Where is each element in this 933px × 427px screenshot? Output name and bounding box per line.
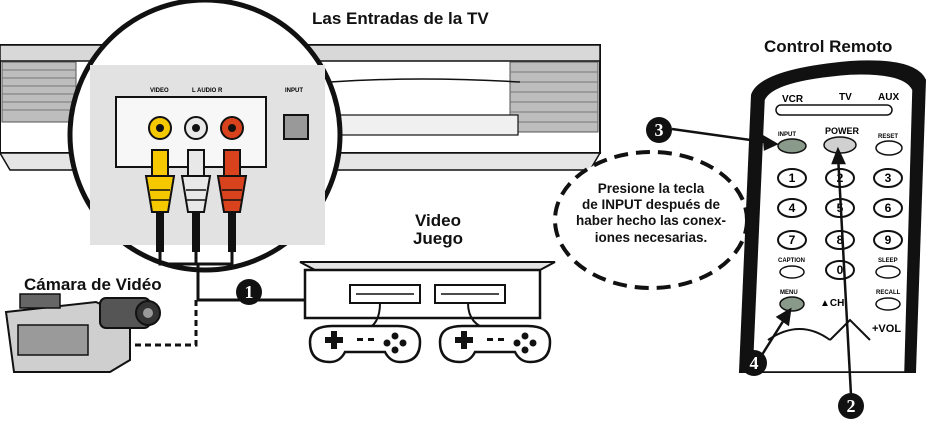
digit-1: 1 [789, 171, 796, 185]
remote-vol-label: +VOL [872, 323, 901, 335]
remote-menu-label: MENU [780, 290, 798, 296]
remote-recall-label: RECALL [876, 290, 901, 296]
digit-7: 7 [789, 233, 796, 247]
instruction-line-2: de INPUT después de [581, 197, 721, 213]
game-controller-right [438, 324, 552, 364]
digit-9: 9 [885, 233, 892, 247]
remote-power-label: POWER [825, 126, 860, 136]
instruction-text: Presione la tecla de INPUT después de ha… [562, 181, 740, 246]
tv-inputs-magnifier: VIDEO L AUDIO R INPUT [67, 0, 343, 273]
callout-arrows [671, 127, 853, 396]
remote-recall-button[interactable] [875, 297, 901, 311]
digit-8: 8 [837, 233, 844, 247]
digit-3: 3 [885, 171, 892, 185]
remote-input-button[interactable] [777, 138, 807, 154]
tv-panel-audio-label: L AUDIO R [192, 88, 223, 94]
remote-sleep-button[interactable] [875, 265, 901, 279]
step-1-badge: 1 [236, 279, 262, 305]
remote-power-button[interactable] [823, 136, 857, 154]
instruction-line-4: iones necesarias. [594, 229, 708, 245]
tv-inputs-title: Las Entradas de la TV [312, 9, 489, 28]
rca-plugs [144, 149, 248, 252]
video-camera [4, 293, 161, 373]
remote-caption-button[interactable] [779, 265, 805, 279]
digit-6: 6 [885, 201, 892, 215]
remote-caption-label: CAPTION [778, 258, 805, 264]
remote-reset-button[interactable] [875, 140, 903, 156]
remote-vcr-label: VCR [782, 94, 804, 105]
digit-4: 4 [789, 201, 796, 215]
video-game-label-line2: Juego [412, 228, 464, 248]
digit-0: 0 [837, 263, 844, 277]
remote-tv-label: TV [839, 92, 852, 103]
video-game-label-line1: Video [415, 211, 461, 230]
instruction-line-1: Presione la tecla [597, 181, 705, 196]
step-3-badge: 3 [646, 117, 672, 143]
game-controller-left [308, 324, 422, 364]
step-4-badge: 4 [741, 350, 767, 376]
remote-aux-label: AUX [878, 92, 899, 103]
cables [110, 252, 315, 347]
tv-panel-video-label: VIDEO [150, 88, 169, 94]
remote-title: Control Remoto [764, 37, 893, 56]
game-console [299, 261, 556, 331]
tv-panel-input-label: INPUT [285, 88, 303, 94]
remote-control: VCR TV AUX INPUT POWER RESET 1 2 3 4 5 6… [738, 60, 927, 373]
remote-input-label: INPUT [778, 132, 796, 138]
remote-ch-label: ▲CH [820, 298, 844, 309]
video-game-label: Video Juego [408, 212, 468, 248]
camera-label: Cámara de Vidéo [24, 275, 162, 294]
step-2-badge: 2 [838, 393, 864, 419]
remote-reset-label: RESET [878, 134, 898, 140]
instruction-line-3: haber hecho las conex- [575, 213, 727, 229]
remote-menu-button[interactable] [779, 296, 805, 312]
remote-sleep-label: SLEEP [878, 258, 898, 264]
